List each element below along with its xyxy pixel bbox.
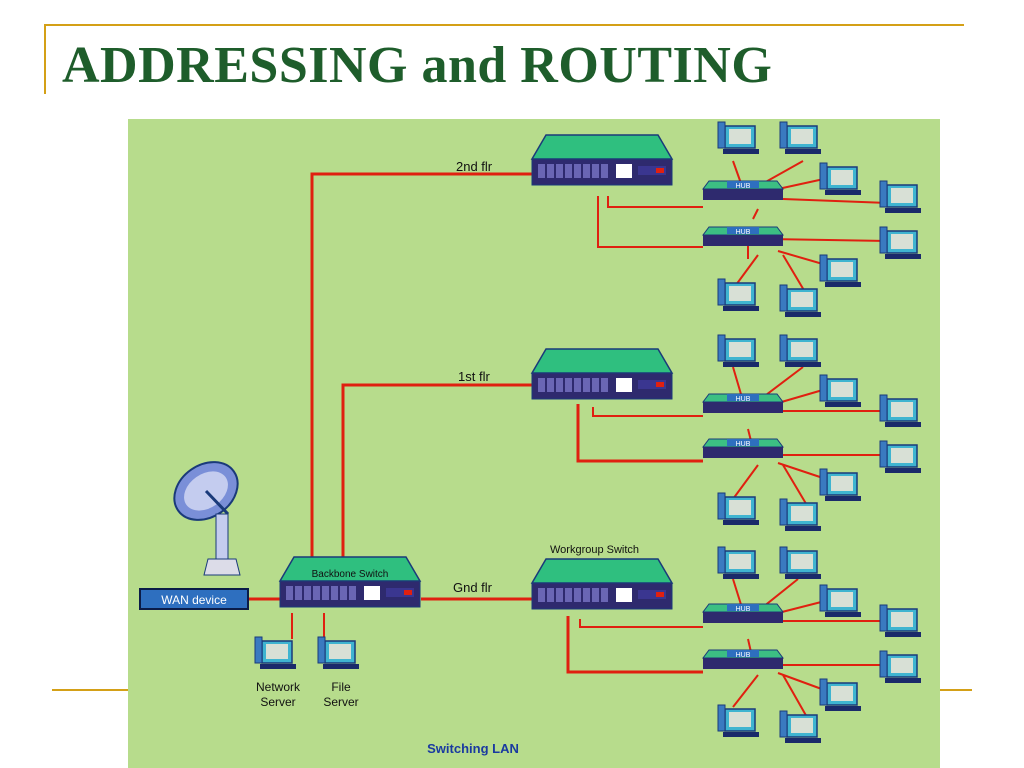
diagram-caption: Switching LAN (427, 741, 519, 756)
computer-icon (879, 226, 922, 260)
computer-icon (819, 254, 862, 288)
computer-icon (879, 650, 922, 684)
floor-label-2nd: 2nd flr (456, 159, 493, 174)
svg-text:HUB: HUB (736, 229, 751, 236)
trunk-1st-hub1 (592, 407, 703, 417)
network-diagram-svg: WAN device Backbone Switch 2nd flr 1st f… (128, 119, 940, 768)
network-server-label-2: Server (260, 695, 295, 709)
hub-gnd-b: HUB (702, 649, 784, 670)
workgroup-switch-label: Workgroup Switch (550, 544, 639, 556)
computer-icon (779, 498, 822, 532)
uplink-2nd-floor (310, 172, 532, 605)
trunk-gnd-hub2 (566, 616, 703, 674)
computer-icon (819, 374, 862, 408)
computer-icon (717, 492, 760, 526)
computer-icon (879, 604, 922, 638)
computer-icon (779, 710, 822, 744)
svg-text:HUB: HUB (736, 441, 751, 448)
trunk-1st-hub2 (576, 404, 703, 463)
computer-icon (879, 180, 922, 214)
hub-2nd-a: HUB (702, 180, 784, 201)
computer-icon (779, 121, 822, 155)
hub-1st-b: HUB (702, 438, 784, 459)
wan-device: WAN device (139, 588, 249, 610)
file-server-label-1: File (331, 680, 351, 694)
computer-icon (717, 546, 760, 580)
network-server-icon (254, 636, 297, 670)
computer-icon (717, 704, 760, 738)
switch-2nd-floor (531, 134, 673, 186)
trunk-gnd-hub1 (579, 619, 703, 628)
backbone-switch-label: Backbone Switch (312, 569, 389, 580)
svg-text:HUB: HUB (736, 183, 751, 190)
file-server-label-2: Server (323, 695, 358, 709)
computer-icon (819, 678, 862, 712)
switch-1st-floor (531, 348, 673, 400)
computer-icon (717, 334, 760, 368)
network-links (247, 172, 703, 674)
computer-icon (819, 162, 862, 196)
computer-icon (779, 546, 822, 580)
computer-icon (879, 440, 922, 474)
computer-icon (819, 468, 862, 502)
top-rule (44, 24, 964, 26)
network-server-label-1: Network (256, 680, 301, 694)
computer-icon (717, 278, 760, 312)
trunk-2nd-hub2 (597, 196, 703, 248)
file-server-icon (317, 636, 360, 670)
backbone-switch: Backbone Switch (279, 556, 421, 608)
svg-text:HUB: HUB (736, 652, 751, 659)
svg-text:HUB: HUB (736, 396, 751, 403)
svg-text:HUB: HUB (736, 606, 751, 613)
trunk-2nd-hub1 (607, 196, 703, 208)
computer-icon (879, 394, 922, 428)
floor-label-1st: 1st flr (458, 369, 490, 384)
wan-device-label: WAN device (161, 593, 227, 607)
hub-1st-a: HUB (702, 393, 784, 414)
satellite-dish-icon (173, 461, 241, 576)
computer-icon (779, 334, 822, 368)
computer-icon (717, 121, 760, 155)
uplink-1st-floor (341, 383, 532, 605)
hub-2nd-b: HUB (702, 226, 784, 247)
hub-gnd-a: HUB (702, 603, 784, 624)
slide-title: ADDRESSING and ROUTING (62, 37, 773, 94)
computer-icon (819, 584, 862, 618)
diagram-background (128, 119, 940, 768)
workgroup-switch (531, 558, 673, 610)
network-diagram: WAN device Backbone Switch 2nd flr 1st f… (128, 119, 940, 768)
computer-icon (779, 284, 822, 318)
floor-label-gnd: Gnd flr (453, 580, 493, 595)
left-rule (44, 24, 46, 94)
